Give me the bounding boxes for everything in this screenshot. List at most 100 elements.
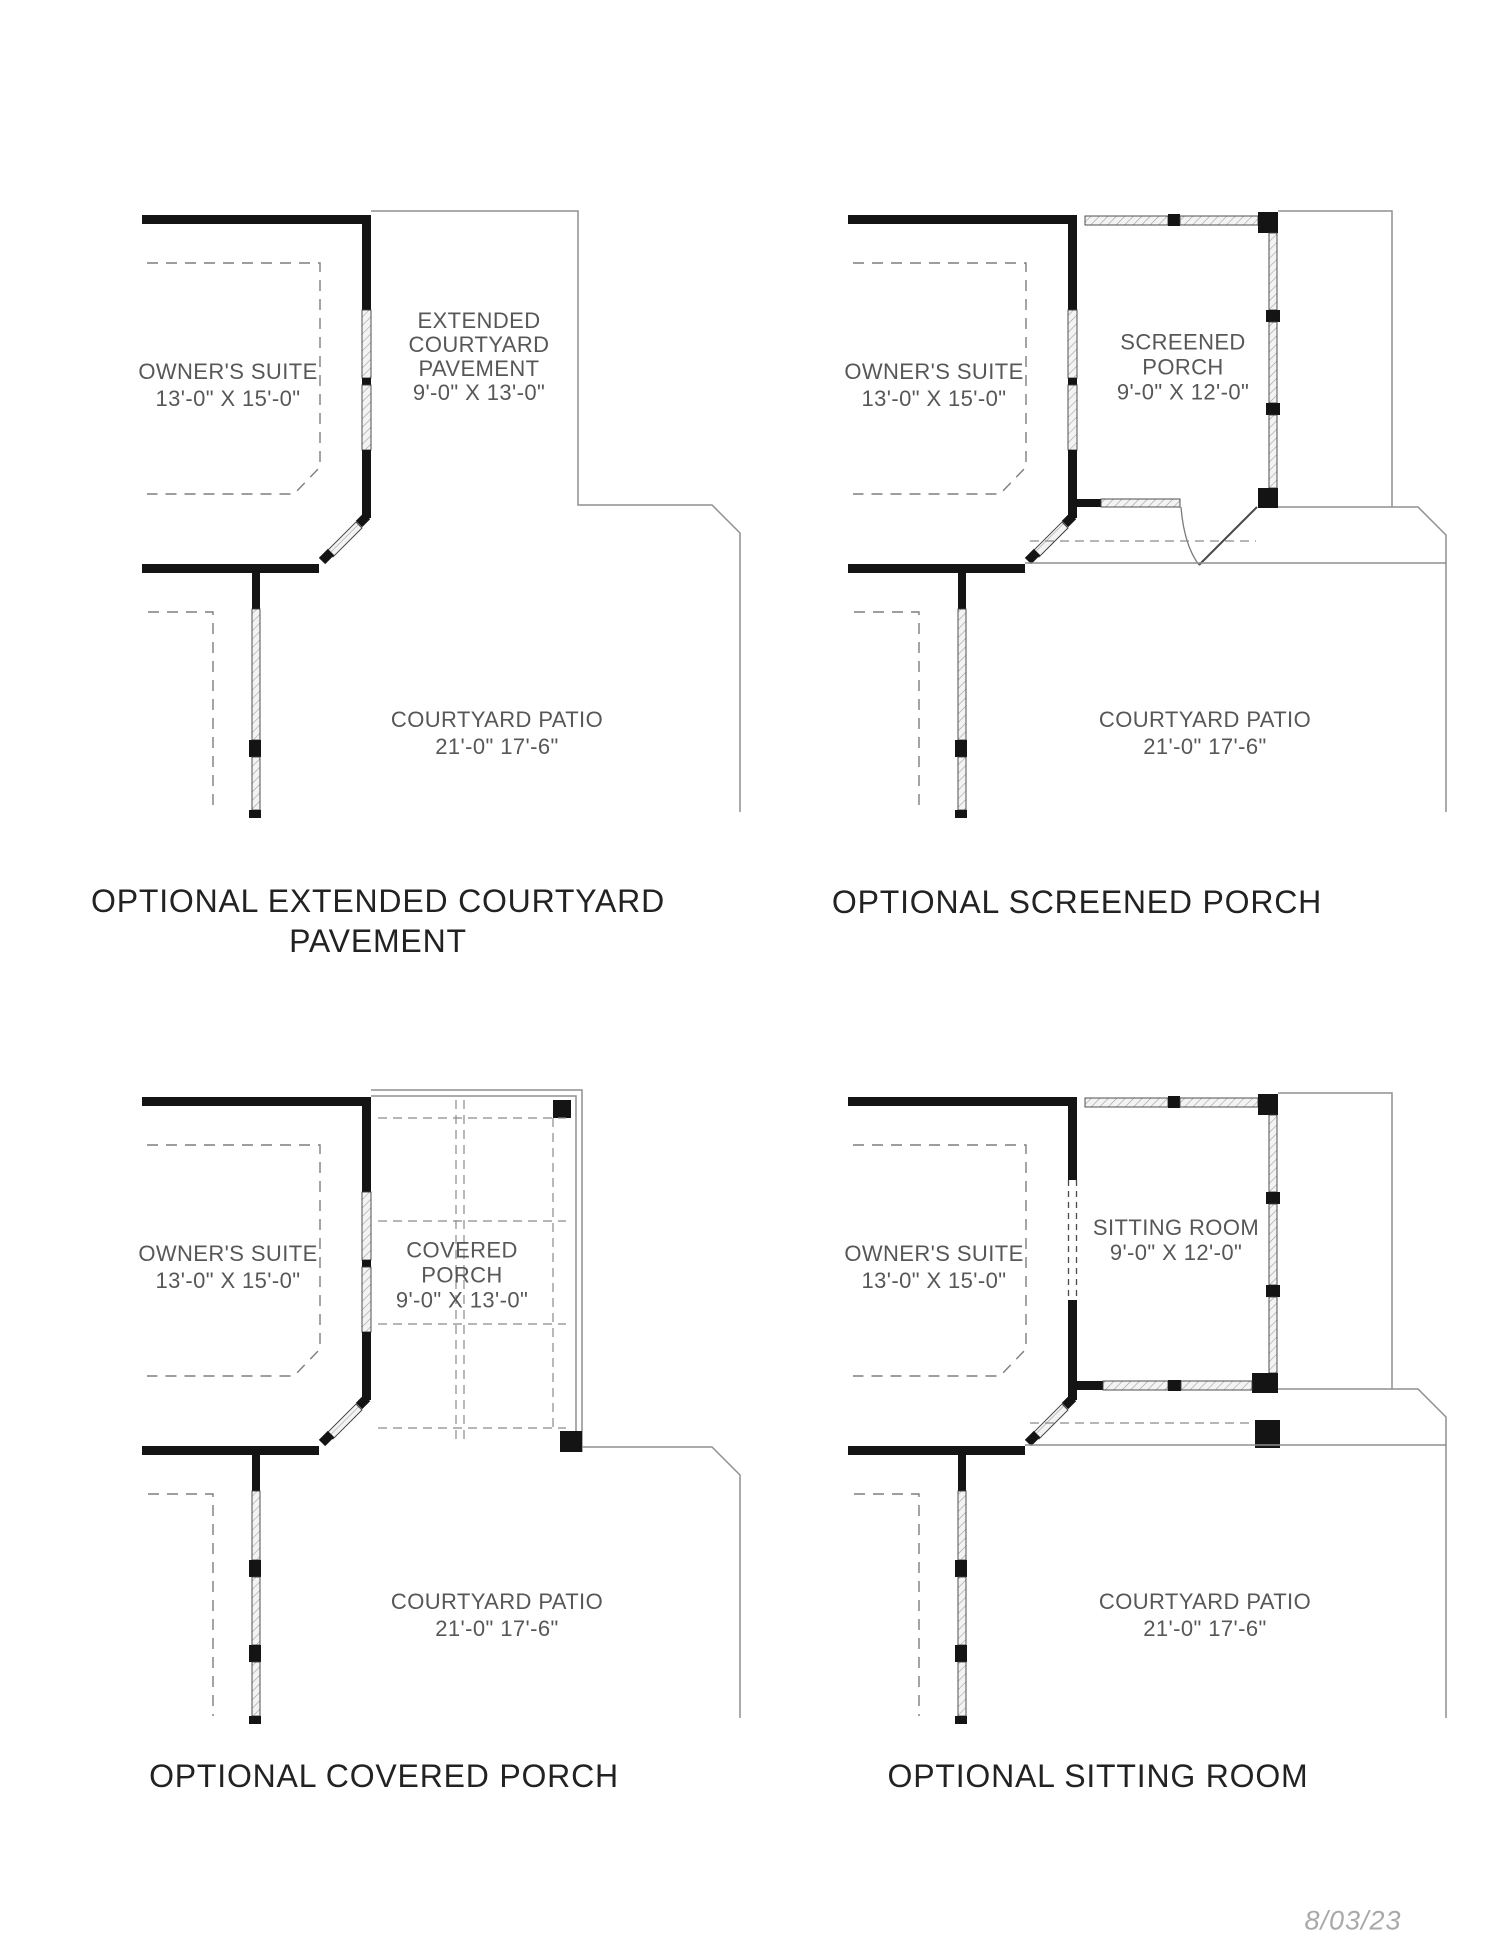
porch-post <box>553 1100 571 1118</box>
plan-screened-porch-linework <box>848 210 1447 818</box>
room-label-sitting-room: SITTING ROOM 9'-0" X 12'-0" <box>1093 1215 1259 1265</box>
area-dims: 9'-0" X 13'-0" <box>412 380 546 405</box>
exterior-wall <box>1068 450 1077 518</box>
exterior-wall <box>142 564 319 573</box>
window <box>361 384 372 451</box>
porch-roof-outline <box>371 1089 583 1452</box>
area-name: COURTYARD PATIO <box>390 707 604 732</box>
porch-roof-outline <box>371 1095 577 1431</box>
site-wall-window <box>957 1576 967 1646</box>
room-dims: 13'-0" X 15'-0" <box>155 386 301 411</box>
walkway-post <box>1255 1420 1280 1448</box>
exterior-wall <box>848 1446 1025 1455</box>
area-name-line: PAVEMENT <box>418 356 540 381</box>
window <box>1180 1380 1253 1391</box>
corner-wall <box>1061 512 1077 528</box>
room-name-line: COVERED <box>406 1237 518 1263</box>
screen-corner-post <box>1258 212 1278 233</box>
room-dims: 13'-0" X 15'-0" <box>861 1268 1007 1293</box>
door-leaf <box>1198 506 1258 566</box>
screen-panel <box>1084 215 1169 226</box>
site-wall-window <box>251 1490 261 1561</box>
exterior-wall <box>362 224 371 310</box>
room-name: OWNER'S SUITE <box>138 359 318 384</box>
room-dims: 9'-0" X 12'-0" <box>1109 1240 1243 1265</box>
patio-edge-dashed <box>148 611 214 806</box>
caption-line: OPTIONAL SCREENED PORCH <box>831 884 1323 920</box>
site-wall-window <box>251 1661 261 1717</box>
exterior-wall <box>1068 1106 1077 1180</box>
bay-window <box>326 1403 363 1440</box>
site-wall-window <box>251 608 261 741</box>
window <box>1102 1380 1169 1391</box>
corner-wall <box>355 512 371 528</box>
room-label-owners-suite-bl: OWNER'S SUITE 13'-0" X 15'-0" <box>138 1240 317 1294</box>
window-mullion <box>1266 1285 1280 1297</box>
corner-wall <box>1024 1430 1041 1447</box>
wall-post <box>249 1645 261 1662</box>
exterior-wall <box>362 1106 371 1192</box>
room-name: OWNER'S SUITE <box>844 359 1024 384</box>
window <box>1268 1296 1278 1374</box>
wall-post <box>955 810 967 818</box>
plan-covered-porch-linework <box>142 1089 741 1724</box>
site-wall-window <box>957 1490 967 1561</box>
corner-post <box>1252 1373 1278 1393</box>
area-label-courtyard-patio-tr: COURTYARD PATIO 21'-0" 17'-6" <box>1099 706 1311 760</box>
room-name: OWNER'S SUITE <box>138 1241 318 1266</box>
window-mullion <box>362 1260 371 1267</box>
exterior-wall <box>848 1097 1077 1106</box>
room-dims: 13'-0" X 15'-0" <box>155 1268 301 1293</box>
patio-outline <box>1278 1092 1393 1389</box>
exterior-wall <box>142 1097 371 1106</box>
exterior-wall <box>1068 224 1077 310</box>
room-name-line: PORCH <box>1142 354 1224 380</box>
room-label-owners-suite-tl: OWNER'S SUITE 13'-0" X 15'-0" <box>138 358 317 412</box>
wall-post <box>955 1560 967 1577</box>
room-label-owners-suite-br: OWNER'S SUITE 13'-0" X 15'-0" <box>844 1240 1023 1294</box>
exterior-wall <box>1068 1300 1077 1400</box>
date-stamp: 8/03/23 <box>1304 1905 1402 1936</box>
window-mullion <box>362 378 371 385</box>
corner-wall <box>355 1394 371 1410</box>
patio-outline <box>582 1446 741 1718</box>
bay-window <box>1032 521 1069 558</box>
caption-line: PAVEMENT <box>289 923 467 959</box>
corner-wall <box>318 548 335 565</box>
porch-wall <box>1077 499 1101 507</box>
site-wall-window <box>251 1576 261 1646</box>
screen-post <box>1266 310 1280 322</box>
corner-wall <box>1061 1394 1077 1410</box>
caption-line: OPTIONAL COVERED PORCH <box>149 1758 619 1794</box>
patio-edge-dashed <box>854 1493 920 1716</box>
window-mullion <box>1168 1380 1181 1391</box>
plan-extended-courtyard-linework <box>142 210 741 818</box>
room-name-line: PORCH <box>421 1262 503 1288</box>
area-label-courtyard-patio-br: COURTYARD PATIO 21'-0" 17'-6" <box>1099 1588 1311 1642</box>
area-name-line: COURTYARD <box>408 332 550 357</box>
screen-panel <box>1179 215 1259 226</box>
site-wall-window <box>957 608 967 741</box>
room-dims: 9'-0" X 12'-0" <box>1116 379 1250 405</box>
area-name: COURTYARD PATIO <box>1098 707 1312 732</box>
exterior-wall <box>362 450 371 518</box>
wall-post <box>955 1645 967 1662</box>
sitting-room-wall <box>1077 1381 1103 1390</box>
site-wall <box>958 1455 966 1491</box>
window <box>1067 384 1078 451</box>
window <box>361 1191 372 1261</box>
window <box>361 309 372 379</box>
door-swing-arc <box>1180 506 1200 566</box>
bay-window <box>326 521 363 558</box>
screen-panel <box>1268 321 1278 404</box>
plan-caption-covered-porch: OPTIONAL COVERED PORCH <box>149 1756 619 1796</box>
room-name: OWNER'S SUITE <box>844 1241 1024 1266</box>
window <box>361 1266 372 1333</box>
site-wall <box>252 1455 260 1491</box>
window <box>1067 309 1078 379</box>
wall-post <box>249 810 261 818</box>
exterior-wall <box>362 1332 371 1400</box>
plan-caption-screened-porch: OPTIONAL SCREENED PORCH <box>832 882 1322 922</box>
